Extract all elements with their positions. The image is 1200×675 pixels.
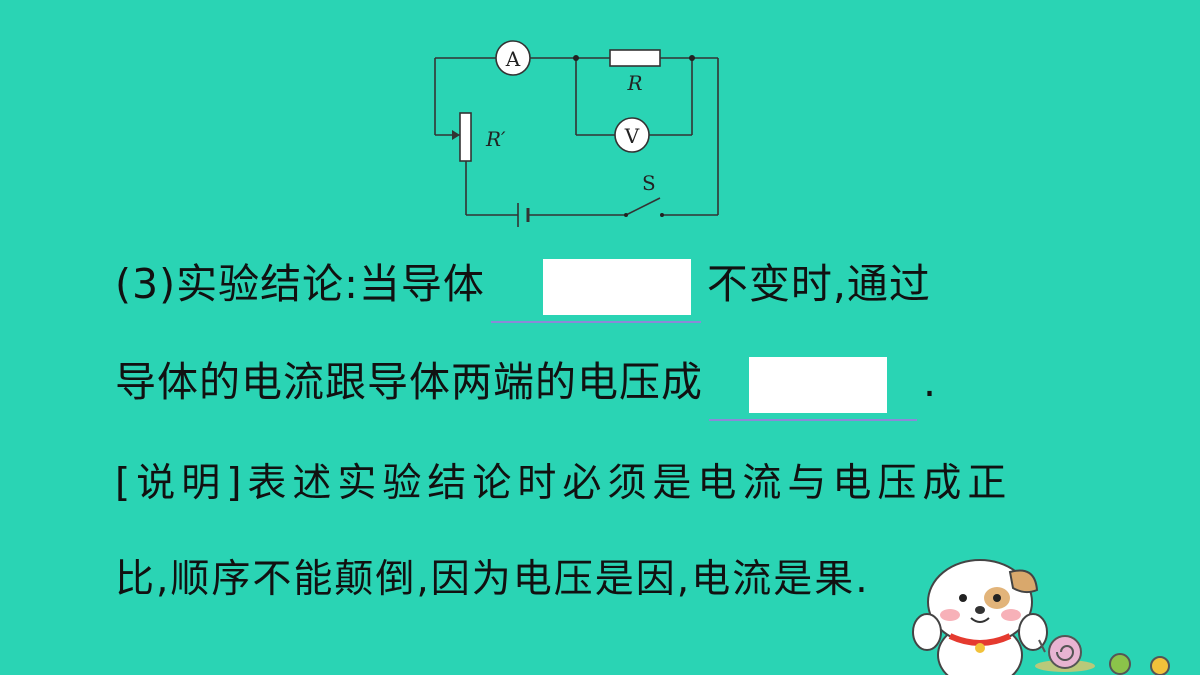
dog-mascot-illustration	[912, 559, 1170, 675]
rheostat-symbol	[459, 112, 472, 162]
ammeter-symbol: A	[495, 40, 531, 76]
conclusion-text-1b: 不变时,通过	[706, 260, 931, 308]
voltmeter-symbol: V	[614, 117, 650, 153]
rheostat-label: R′	[485, 127, 506, 151]
svg-text:V: V	[624, 124, 640, 148]
conclusion-line-2: 导体的电流跟导体两端的电压成.	[115, 348, 938, 421]
conclusion-text-2a: 导体的电流跟导体两端的电压成	[115, 358, 703, 406]
circuit-diagram: A V R R′ S	[434, 40, 719, 227]
resistor-label: R	[626, 71, 642, 95]
explanation-line-1: [说明]表述实验结论时必须是电流与电压成正	[115, 461, 1013, 506]
explanation-line-2: 比,顺序不能颠倒,因为电压是因,电流是果.	[115, 557, 870, 602]
switch-label: S	[642, 171, 656, 195]
svg-text:A: A	[505, 47, 521, 71]
answer-blank-2	[709, 357, 917, 421]
conclusion-line-1: (3)实验结论:当导体 不变时,通过	[115, 250, 931, 323]
snail-illustration	[1035, 635, 1095, 672]
resistor-symbol	[609, 49, 661, 67]
conclusion-text-2b: .	[923, 358, 938, 406]
conclusion-text-1a: (3)实验结论:当导体	[115, 260, 485, 308]
answer-blank-1	[490, 259, 701, 323]
